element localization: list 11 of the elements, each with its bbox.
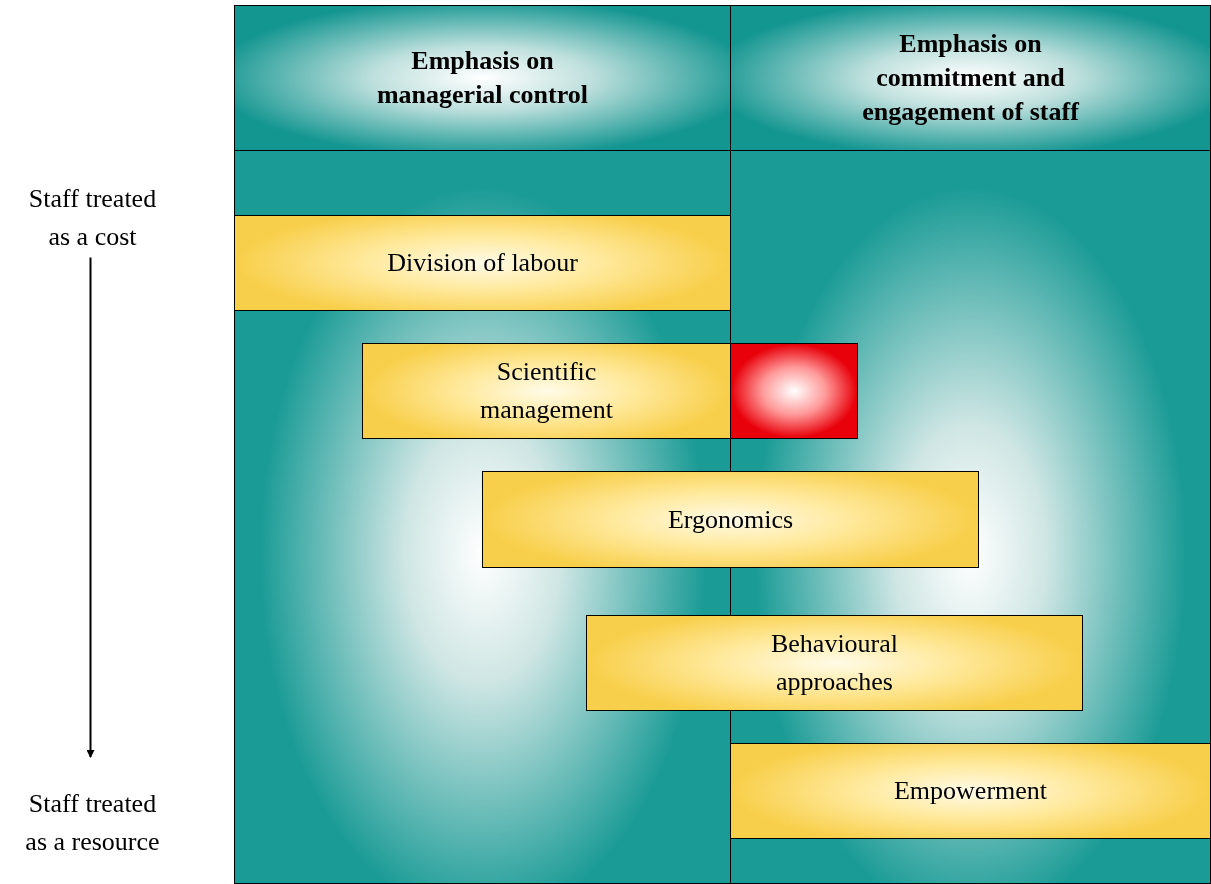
category-bar: Division of labour	[234, 215, 731, 311]
axis-label: Staff treated as a resource	[15, 785, 170, 861]
category-bar: Behavioural approaches	[586, 615, 1083, 711]
column-header: Emphasis on commitment and engagement of staff	[730, 5, 1211, 151]
axis-label: Staff treated as a cost	[20, 180, 165, 256]
category-bar: Empowerment	[730, 743, 1211, 839]
column-header: Emphasis on managerial control	[234, 5, 731, 151]
category-bar: Ergonomics	[482, 471, 979, 568]
category-bar: Scientific management	[362, 343, 731, 439]
highlight-square	[730, 343, 858, 439]
arrow	[86, 256, 95, 758]
